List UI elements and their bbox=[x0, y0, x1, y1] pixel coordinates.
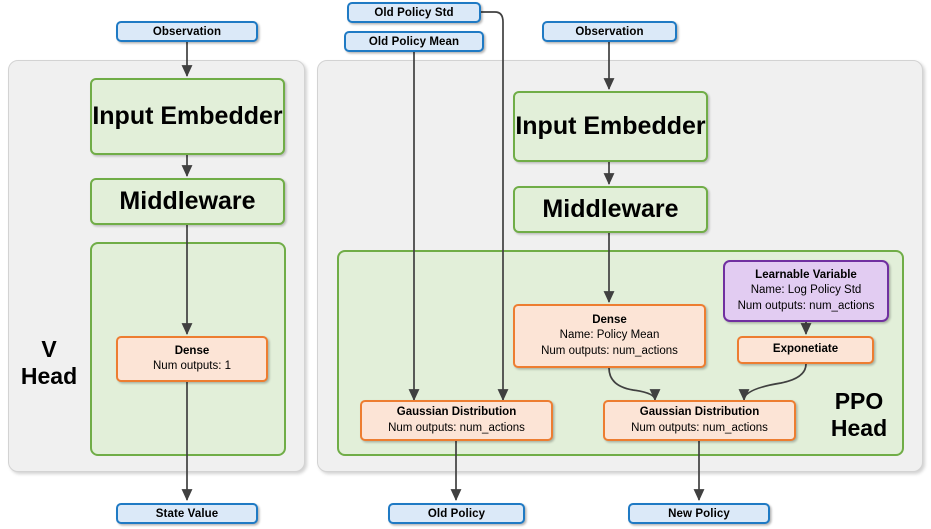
output-state-value[interactable]: State Value bbox=[116, 503, 258, 524]
output-new-policy[interactable]: New Policy bbox=[628, 503, 770, 524]
ppo-gaussian-distribution-old-block[interactable]: Gaussian Distribution Num outputs: num_a… bbox=[360, 400, 553, 441]
input-old-policy-mean[interactable]: Old Policy Mean bbox=[344, 31, 484, 52]
ppo-learnable-variable-block[interactable]: Learnable Variable Name: Log Policy Std … bbox=[723, 260, 889, 322]
v-input-embedder-label: Input Embedder bbox=[92, 102, 283, 130]
v-middleware-block[interactable]: Middleware bbox=[90, 178, 285, 225]
gaussian-new-title: Gaussian Distribution bbox=[639, 406, 760, 419]
input-old-policy-std-label: Old Policy Std bbox=[374, 6, 454, 19]
ppo-dense-name: Name: Policy Mean bbox=[559, 329, 660, 342]
ppo-head-group-label: PPO Head bbox=[816, 388, 902, 442]
input-observation-ppo-label: Observation bbox=[575, 25, 644, 38]
input-old-policy-mean-label: Old Policy Mean bbox=[368, 35, 460, 48]
output-new-policy-label: New Policy bbox=[668, 507, 730, 520]
v-head-label-line2: Head bbox=[20, 362, 78, 389]
learnable-variable-title: Learnable Variable bbox=[755, 269, 857, 282]
input-observation-v-label: Observation bbox=[152, 25, 222, 38]
output-state-value-label: State Value bbox=[155, 507, 219, 520]
gaussian-old-title: Gaussian Distribution bbox=[396, 406, 517, 419]
ppo-input-embedder-block[interactable]: Input Embedder bbox=[513, 91, 708, 162]
ppo-exponetiate-block[interactable]: Exponetiate bbox=[737, 336, 874, 364]
gaussian-new-num-outputs: Num outputs: num_actions bbox=[631, 421, 768, 434]
ppo-head-label-line1: PPO bbox=[834, 388, 884, 414]
v-dense-num-outputs: Num outputs: 1 bbox=[153, 360, 231, 372]
input-observation-v[interactable]: Observation bbox=[116, 21, 258, 42]
exponetiate-title: Exponetiate bbox=[772, 343, 839, 356]
learnable-variable-name: Name: Log Policy Std bbox=[750, 284, 862, 297]
v-head-group-label: V Head bbox=[12, 336, 86, 390]
gaussian-old-num-outputs: Num outputs: num_actions bbox=[388, 421, 525, 434]
ppo-dense-title: Dense bbox=[592, 314, 627, 327]
ppo-gaussian-distribution-new-block[interactable]: Gaussian Distribution Num outputs: num_a… bbox=[603, 400, 796, 441]
v-head-label-line1: V bbox=[41, 336, 57, 362]
v-input-embedder-block[interactable]: Input Embedder bbox=[90, 78, 285, 155]
ppo-policy-mean-dense-block[interactable]: Dense Name: Policy Mean Num outputs: num… bbox=[513, 304, 706, 368]
ppo-middleware-block[interactable]: Middleware bbox=[513, 186, 708, 233]
ppo-head-label-line2: Head bbox=[830, 414, 888, 441]
input-observation-ppo[interactable]: Observation bbox=[542, 21, 677, 42]
v-dense-block[interactable]: Dense Num outputs: 1 bbox=[116, 336, 268, 382]
v-dense-title: Dense bbox=[174, 344, 210, 357]
ppo-middleware-label: Middleware bbox=[542, 195, 679, 223]
output-old-policy[interactable]: Old Policy bbox=[388, 503, 525, 524]
learnable-variable-num-outputs: Num outputs: num_actions bbox=[737, 299, 875, 312]
output-old-policy-label: Old Policy bbox=[427, 507, 486, 520]
v-middleware-label: Middleware bbox=[119, 187, 256, 215]
input-old-policy-std[interactable]: Old Policy Std bbox=[347, 2, 481, 23]
ppo-dense-num-outputs: Num outputs: num_actions bbox=[541, 344, 678, 357]
ppo-input-embedder-label: Input Embedder bbox=[515, 112, 706, 140]
